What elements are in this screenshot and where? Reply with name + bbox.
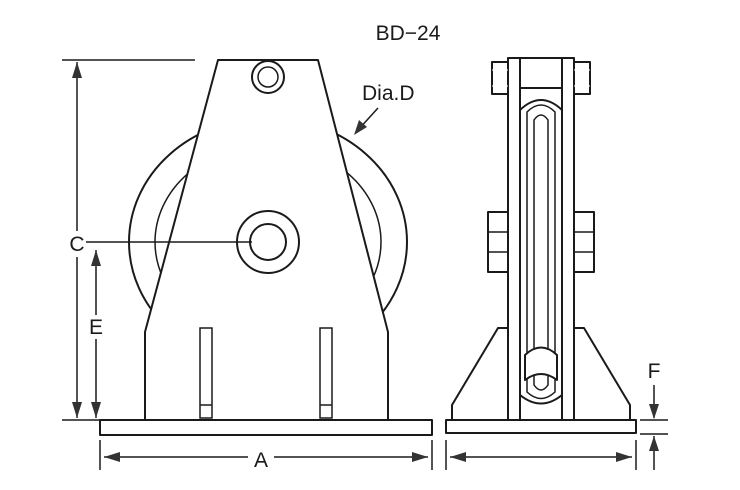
dimension-e: E xyxy=(84,250,108,418)
side-base-plate xyxy=(445,419,637,434)
front-view xyxy=(99,59,433,436)
dimension-f: F xyxy=(640,360,668,470)
label-f: F xyxy=(648,360,661,383)
mount-slot-left xyxy=(199,327,213,419)
top-nut-right xyxy=(573,61,591,95)
axle-nut-right xyxy=(573,211,595,273)
side-plate-right xyxy=(561,57,575,421)
side-plate-left xyxy=(507,57,521,421)
mount-slot-right xyxy=(319,327,333,419)
front-base-plate xyxy=(99,419,433,436)
side-width-dimension xyxy=(445,440,637,470)
side-sheave-section xyxy=(519,99,563,405)
label-a: A xyxy=(254,449,268,472)
label-dia-d: Dia.D xyxy=(362,82,415,105)
top-nut-left xyxy=(491,61,509,95)
dimension-a: A xyxy=(99,440,433,472)
side-gusset-left xyxy=(451,327,509,421)
side-top-bridge xyxy=(519,57,563,89)
side-gusset-right xyxy=(573,327,631,421)
drawing-title: BD−24 xyxy=(376,22,441,45)
dimension-c: C xyxy=(62,59,252,421)
dimension-dia-d: Dia.D xyxy=(354,82,415,135)
axle-nut-left xyxy=(487,211,509,273)
label-c: C xyxy=(69,233,84,256)
side-view xyxy=(445,57,637,434)
top-eye-bolt xyxy=(251,60,285,94)
label-e: E xyxy=(89,316,103,339)
